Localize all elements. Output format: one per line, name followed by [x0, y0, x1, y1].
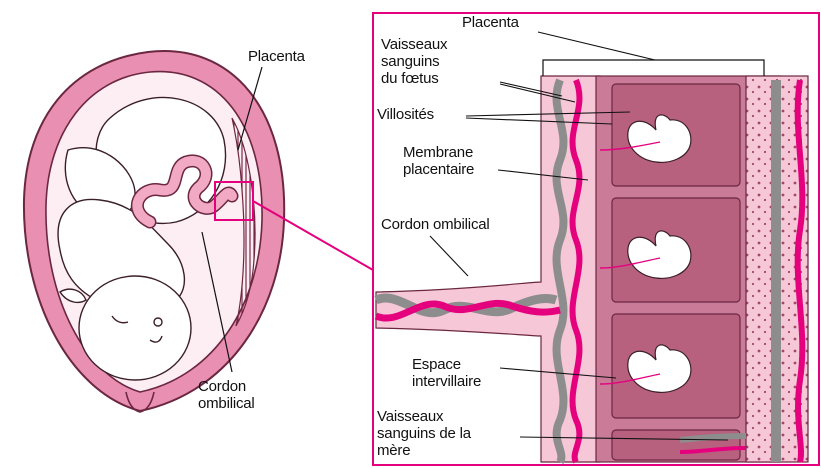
villi-label: Villosités	[377, 106, 434, 123]
membrane-label-line1: Membrane	[403, 144, 474, 161]
uterus-illustration	[24, 51, 373, 412]
left-cord-label-line1: Cordon	[198, 378, 255, 395]
maternal-vessels-label: Vaisseaux sanguins de la mère	[377, 408, 471, 459]
intervillous-label-line1: Espace	[412, 356, 481, 373]
fetal-vessels-label-line3: du fœtus	[381, 70, 447, 87]
fetal-vessels-label-line1: Vaisseaux	[381, 36, 447, 53]
right-placenta-label: Placenta	[462, 14, 519, 31]
left-cord-label-line2: ombilical	[198, 395, 255, 412]
membrane-label-line2: placentaire	[403, 161, 474, 178]
fetal-vessels-label: Vaisseaux sanguins du fœtus	[381, 36, 447, 87]
right-cord-label: Cordon ombilical	[381, 216, 490, 233]
membrane-label: Membrane placentaire	[403, 144, 474, 178]
maternal-vessels-label-line1: Vaisseaux	[377, 408, 471, 425]
intervillous-label-line2: intervillaire	[412, 373, 481, 390]
left-placenta-label: Placenta	[248, 48, 305, 65]
maternal-vessels-label-line2: sanguins de la	[377, 425, 471, 442]
fetal-vessels-label-line2: sanguins	[381, 53, 447, 70]
intervillous-label: Espace intervillaire	[412, 356, 481, 390]
maternal-vessels-label-line3: mère	[377, 442, 471, 459]
left-cord-label: Cordon ombilical	[198, 378, 255, 412]
